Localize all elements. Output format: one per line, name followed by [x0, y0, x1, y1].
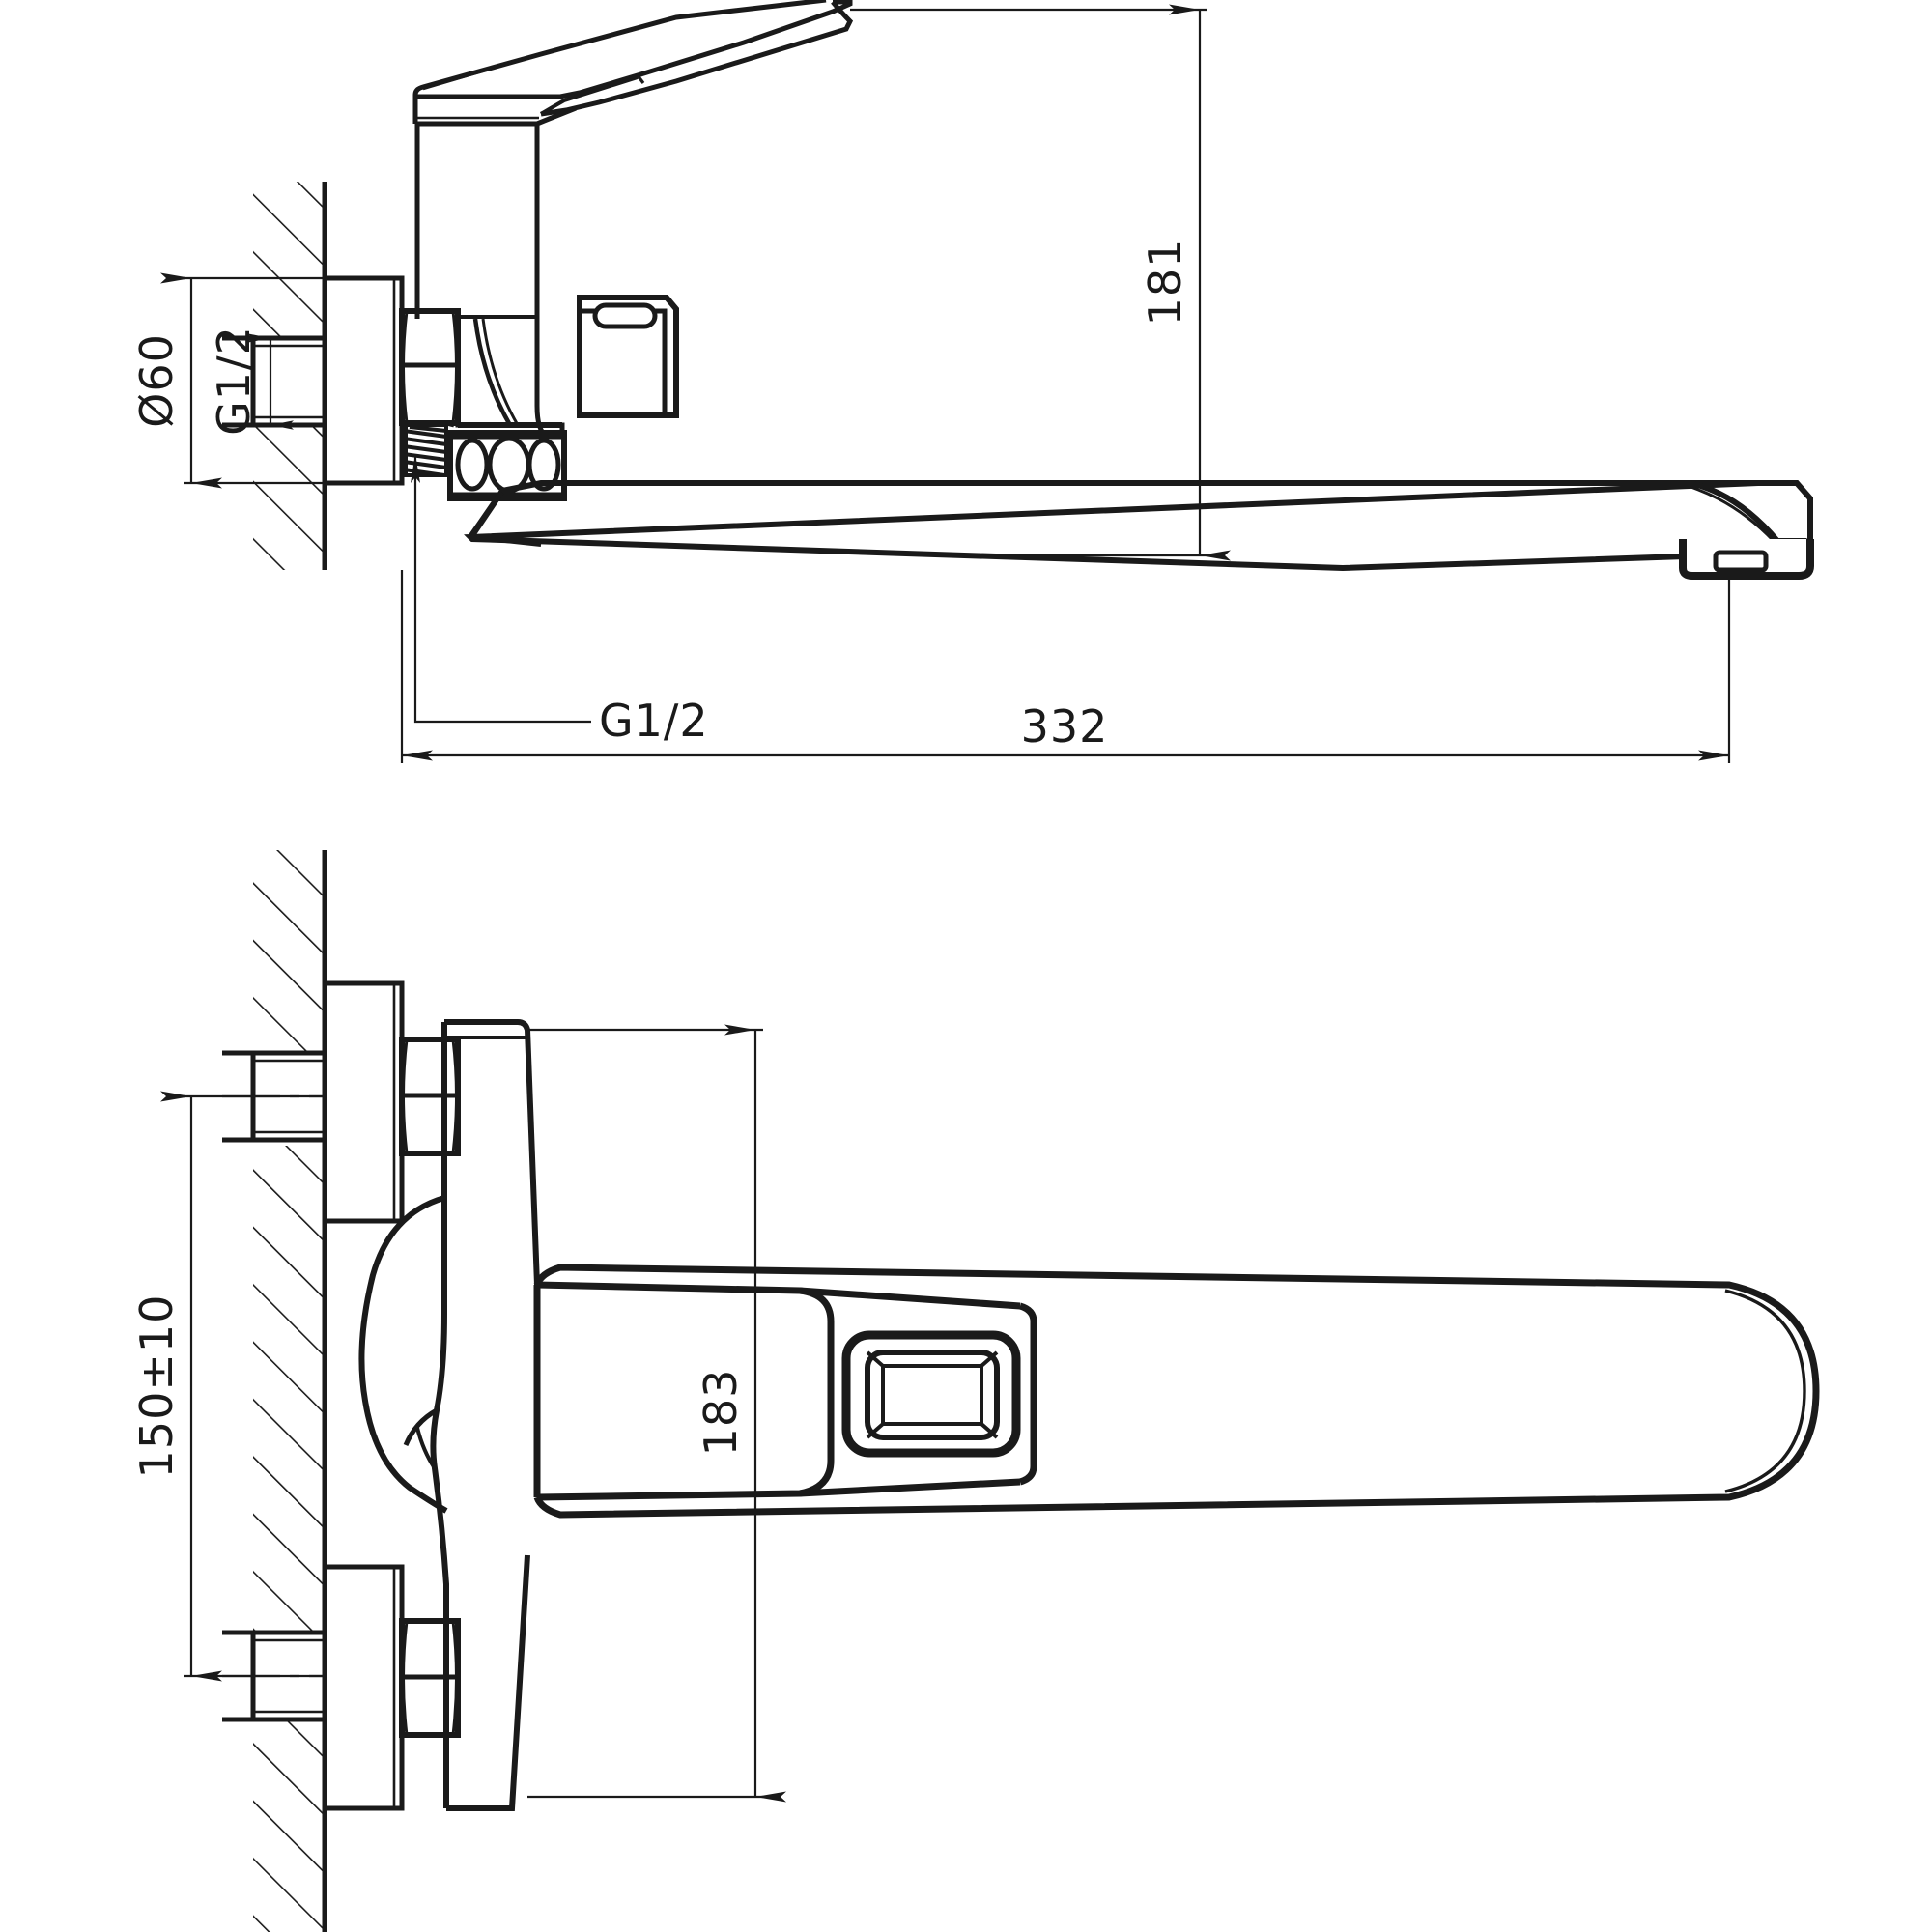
mixer-body-bottom: [358, 1019, 540, 1811]
dimension-dia60: Ø60: [130, 272, 325, 489]
dimension-label-332: 332: [1021, 700, 1109, 753]
lever-handle-top: [412, 0, 854, 127]
handle-shell-bottom: [536, 1281, 1037, 1501]
dimension-150: 150±10: [130, 1091, 325, 1682]
escutcheon-cover-lower-bottom: [322, 1564, 405, 1811]
dimension-label-g12-upper: G1/2: [208, 326, 260, 436]
diverter-knob-top: [577, 295, 679, 418]
shower-outlet-thread-top: [401, 420, 455, 477]
wall-section-bottom: [253, 850, 327, 1932]
spout-top: [464, 480, 1814, 580]
front-elevation-view: 150±10 183: [130, 850, 1820, 1932]
dimension-label-g12-lower: G1/2: [599, 695, 709, 747]
union-nut-top: [399, 308, 461, 426]
dimension-label-150: 150±10: [130, 1294, 183, 1479]
union-nut-lower-bottom: [399, 1618, 461, 1738]
union-nut-upper-bottom: [399, 1037, 461, 1156]
escutcheon-cover-upper-bottom: [322, 980, 405, 1224]
dimension-label-181: 181: [1139, 239, 1191, 327]
dimension-label-183: 183: [695, 1369, 747, 1457]
side-elevation-view: Ø60 G1/2 181 G1/2 332: [130, 0, 1814, 763]
dimension-g12-lower: G1/2: [411, 454, 709, 747]
dimension-332: 332: [400, 570, 1731, 763]
dimension-label-dia60: Ø60: [130, 333, 183, 428]
dimension-183: 183: [527, 1024, 786, 1803]
escutcheon-cover-top: [322, 275, 405, 486]
dimension-181: 181: [850, 4, 1231, 561]
dimension-g12-upper: G1/2: [208, 326, 325, 436]
handle-recess-bottom: [841, 1330, 1021, 1458]
